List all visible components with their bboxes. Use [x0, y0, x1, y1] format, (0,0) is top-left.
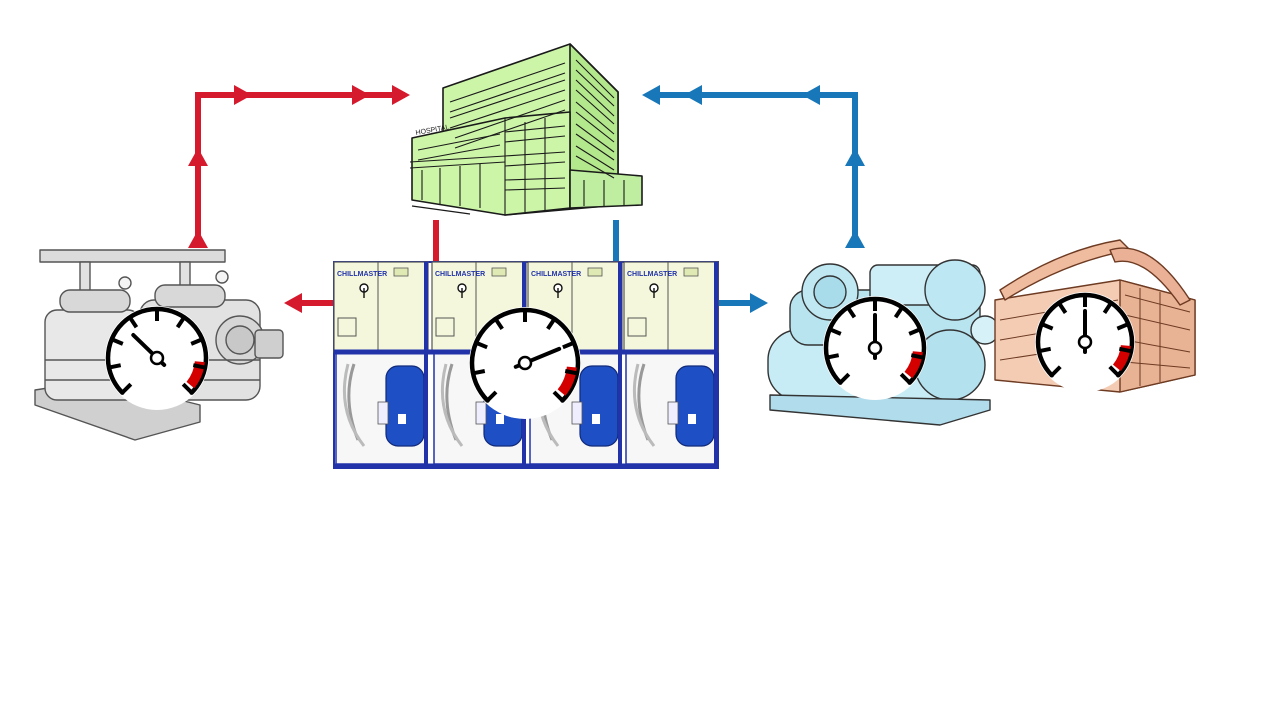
gauge-tick	[1116, 322, 1130, 331]
hot-supply-pipe	[195, 92, 405, 244]
arrow-left-icon	[642, 85, 660, 105]
gauge-tick	[908, 327, 922, 336]
arrow-right-icon	[234, 85, 252, 105]
gauge-tick	[838, 372, 851, 385]
gauge-tick	[190, 337, 204, 346]
arrow-up-icon	[845, 148, 865, 166]
gauge-tick	[826, 353, 840, 360]
gauge-tick	[1040, 322, 1054, 331]
gauge-hub	[517, 355, 533, 371]
brand-label: CHILLMASTER	[627, 271, 677, 278]
compressor-icon	[385, 365, 425, 447]
hot-water-flow-line	[188, 85, 439, 313]
arrow-right-icon	[392, 85, 410, 105]
gauge-tick	[128, 316, 139, 329]
gauge-redline	[557, 366, 577, 396]
compressor-icon	[579, 365, 619, 447]
gauge-tick	[1118, 346, 1132, 354]
gauge-tick	[175, 316, 186, 329]
gauge-modular	[469, 307, 581, 419]
gauge-tower	[1035, 292, 1135, 392]
gauge-tick	[564, 369, 578, 376]
gauge-tick	[546, 317, 557, 331]
gauge-tick	[486, 390, 498, 402]
gauge-tick	[120, 382, 133, 395]
brand-label: CHILLMASTER	[435, 271, 485, 278]
gauge-hub	[1077, 334, 1093, 350]
gauge-tick	[192, 363, 206, 370]
arrow-left-icon	[284, 293, 302, 313]
gauge-tick	[493, 317, 504, 331]
gauge-tick	[562, 340, 575, 350]
gauge-tick	[472, 369, 486, 376]
indicator-light-icon	[491, 267, 507, 277]
chiller-module: CHILLMASTER	[623, 261, 719, 468]
gauge-tick	[475, 340, 488, 350]
hospital-building: HOSPITAL	[409, 43, 643, 216]
arrow-right-icon	[750, 293, 768, 313]
brand-label: CHILLMASTER	[337, 271, 387, 278]
brand-label: CHILLMASTER	[531, 271, 581, 278]
gauge-tick	[108, 363, 122, 370]
arrow-up-icon	[845, 230, 865, 248]
gauge-tick	[1057, 301, 1068, 315]
gauge-tick	[899, 372, 912, 385]
chiller-module: CHILLMASTER	[333, 261, 429, 468]
arrow-left-icon	[802, 85, 820, 105]
gauge-redline	[186, 361, 205, 389]
gauge-tick	[1038, 346, 1052, 354]
gauge-tick	[110, 337, 124, 346]
indicator-light-icon	[683, 267, 699, 277]
arrow-right-icon	[352, 85, 370, 105]
gauge-tick	[181, 382, 194, 395]
gauge-boiler	[105, 306, 209, 410]
indicator-light-icon	[587, 267, 603, 277]
gauge-tick	[846, 306, 857, 319]
gauge-tick	[552, 390, 564, 402]
gauge-tick	[910, 353, 924, 360]
gauge-tick	[1050, 365, 1062, 377]
arrow-up-icon	[188, 230, 208, 248]
gauge-redline	[904, 351, 923, 379]
chilled-water-flow-line	[613, 85, 865, 313]
gauge-tick	[893, 306, 904, 319]
indicator-light-icon	[393, 267, 409, 277]
gauge-hub	[149, 350, 165, 366]
arrow-up-icon	[188, 148, 208, 166]
gauge-tick	[1102, 301, 1113, 315]
gauge-tick	[1108, 365, 1120, 377]
gauge-tick	[828, 327, 842, 336]
gauge-hub	[867, 340, 883, 356]
chilled-supply-pipe	[648, 92, 858, 244]
arrow-left-icon	[684, 85, 702, 105]
gauge-centrifugal	[823, 296, 927, 400]
gauge-redline	[1112, 344, 1131, 371]
compressor-icon	[675, 365, 715, 447]
